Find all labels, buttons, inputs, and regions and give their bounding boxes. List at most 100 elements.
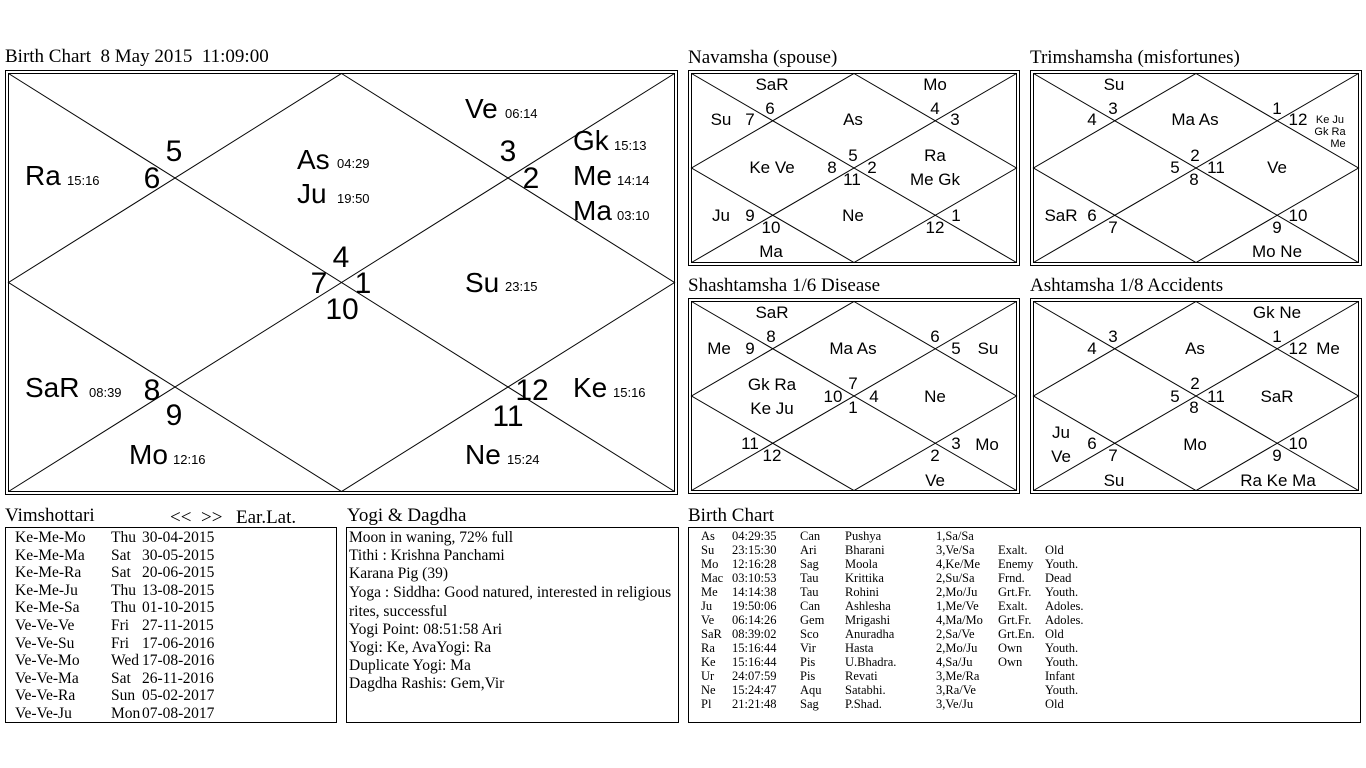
nav-house-12: 12 bbox=[926, 218, 945, 237]
dasha-period: Ke-Me-Ju bbox=[15, 581, 78, 599]
cell-planet: Ur bbox=[701, 669, 715, 683]
sha-house-9: 9 bbox=[745, 339, 754, 358]
tri-house-11: 11 bbox=[1207, 158, 1225, 177]
svg-text:08:39: 08:39 bbox=[89, 385, 122, 400]
house-number-9: 9 bbox=[166, 399, 183, 432]
nav-planets-h5: As bbox=[843, 110, 863, 129]
dasha-day: Thu bbox=[111, 599, 136, 617]
ash-planets-h12: Me bbox=[1316, 339, 1340, 358]
cell-state: Adoles. bbox=[1045, 613, 1084, 627]
tri-planets-h3: Su bbox=[1104, 75, 1125, 94]
cell-degree: 03:10:53 bbox=[732, 571, 777, 585]
cell-sign: Tau bbox=[800, 585, 819, 599]
cell-degree: 15:24:47 bbox=[732, 683, 777, 697]
sha-planets-h8: SaR bbox=[755, 303, 788, 322]
dasha-period: Ve-Ve-Ju bbox=[15, 705, 72, 722]
dasha-period: Ve-Ve-Ra bbox=[15, 687, 76, 705]
ash-house-12: 12 bbox=[1289, 339, 1308, 358]
dasha-period: Ke-Me-Mo bbox=[15, 529, 86, 546]
cell-nakshatra: Ashlesha bbox=[845, 599, 891, 613]
dasha-day: Mon bbox=[111, 705, 141, 722]
cell-state: Infant bbox=[1045, 669, 1075, 683]
cell-sign: Vir bbox=[800, 641, 816, 655]
sha-house-11: 11 bbox=[741, 434, 759, 453]
cell-dignity: Own bbox=[998, 655, 1023, 669]
ash-planets-h6-b: Ve bbox=[1051, 447, 1071, 466]
ash-house-5: 5 bbox=[1170, 387, 1179, 406]
prev-button[interactable]: << bbox=[170, 507, 192, 528]
svg-text:06:14: 06:14 bbox=[505, 106, 538, 121]
cell-dignity: Enemy bbox=[998, 557, 1034, 571]
cell-planet: Mac bbox=[701, 571, 724, 585]
nav-house-11: 11 bbox=[843, 170, 861, 189]
house-number-12: 12 bbox=[515, 374, 548, 407]
dasha-period: Ve-Ve-Su bbox=[15, 634, 75, 652]
svg-text:Ve: Ve bbox=[465, 93, 498, 124]
cell-pada: 4,Ke/Me bbox=[936, 557, 981, 571]
sha-house-6: 6 bbox=[930, 327, 939, 346]
cell-nakshatra: Hasta bbox=[845, 641, 874, 655]
ash-planets-h9: Ra Ke Ma bbox=[1240, 471, 1316, 490]
house-number-3: 3 bbox=[500, 135, 517, 168]
tri-planets-h12-a: Ke Ju bbox=[1316, 114, 1344, 126]
dasha-period: Ke-Me-Ma bbox=[15, 546, 85, 564]
dasha-period: Ve-Ve-Ve bbox=[15, 617, 75, 634]
cell-degree: 08:39:02 bbox=[732, 627, 777, 641]
svg-text:15:13: 15:13 bbox=[614, 138, 647, 153]
dasha-period: Ve-Ve-Ma bbox=[15, 669, 79, 687]
dasha-day: Thu bbox=[111, 529, 136, 546]
ear-lat-button[interactable]: Ear.Lat. bbox=[236, 507, 297, 528]
ash-planets-h2: As bbox=[1185, 339, 1205, 358]
tri-house-2: 2 bbox=[1190, 146, 1199, 165]
yogi-line: Yoga : Siddha: Good natured, interested … bbox=[349, 584, 672, 620]
dasha-date: 20-06-2015 bbox=[142, 564, 215, 582]
cell-pada: 1,Me/Ve bbox=[936, 599, 979, 613]
cell-nakshatra: Bharani bbox=[845, 543, 885, 557]
cell-degree: 23:15:30 bbox=[732, 543, 777, 557]
tri-house-9: 9 bbox=[1272, 218, 1281, 237]
svg-text:04:29: 04:29 bbox=[337, 156, 370, 171]
cell-dignity: Exalt. bbox=[998, 543, 1028, 557]
cell-pada: 4,Sa/Ju bbox=[936, 655, 973, 669]
svg-text:Me: Me bbox=[573, 160, 612, 191]
nav-planets-h10: Ma bbox=[759, 242, 783, 261]
tri-planets-h2: Ma As bbox=[1171, 110, 1218, 129]
cell-pada: 3,Me/Ra bbox=[936, 669, 980, 683]
house-number-10: 10 bbox=[325, 293, 358, 326]
vimshottari-title: Vimshottari bbox=[5, 505, 95, 526]
nav-house-2: 2 bbox=[867, 158, 876, 177]
next-button[interactable]: >> bbox=[201, 507, 223, 528]
cell-planet: Me bbox=[701, 585, 718, 599]
dasha-day: Sun bbox=[111, 687, 136, 705]
ash-planets-h8: Mo bbox=[1183, 435, 1207, 454]
cell-nakshatra: Pushya bbox=[845, 529, 882, 543]
house-number-8: 8 bbox=[144, 374, 161, 407]
dasha-period: Ke-Me-Ra bbox=[15, 564, 82, 582]
yogi-line: Moon in waning, 72% full bbox=[349, 529, 514, 546]
svg-text:Su: Su bbox=[465, 267, 499, 298]
tri-house-12: 12 bbox=[1289, 110, 1308, 129]
svg-text:As: As bbox=[297, 144, 330, 175]
sha-house-5: 5 bbox=[951, 339, 960, 358]
nav-planets-h11: Ne bbox=[842, 206, 864, 225]
svg-text:03:10: 03:10 bbox=[617, 208, 650, 223]
cell-nakshatra: Anuradha bbox=[845, 627, 895, 641]
svg-text:23:15: 23:15 bbox=[505, 279, 538, 294]
dasha-date: 27-11-2015 bbox=[142, 617, 214, 634]
cell-dignity: Grt.Fr. bbox=[998, 613, 1032, 627]
cell-planet: Mo bbox=[701, 557, 719, 571]
svg-text:12:16: 12:16 bbox=[173, 452, 206, 467]
navamsha-title: Navamsha (spouse) bbox=[688, 47, 838, 68]
cell-dignity: Frnd. bbox=[998, 571, 1025, 585]
dasha-date: 30-04-2015 bbox=[142, 529, 215, 546]
ash-planets-h6-a: Ju bbox=[1052, 423, 1070, 442]
svg-text:SaR: SaR bbox=[25, 372, 79, 403]
cell-dignity: Grt.En. bbox=[998, 627, 1035, 641]
tri-house-3: 3 bbox=[1108, 99, 1117, 118]
cell-state: Dead bbox=[1045, 571, 1072, 585]
house-number-11: 11 bbox=[492, 400, 523, 433]
cell-nakshatra: Rohini bbox=[845, 585, 880, 599]
